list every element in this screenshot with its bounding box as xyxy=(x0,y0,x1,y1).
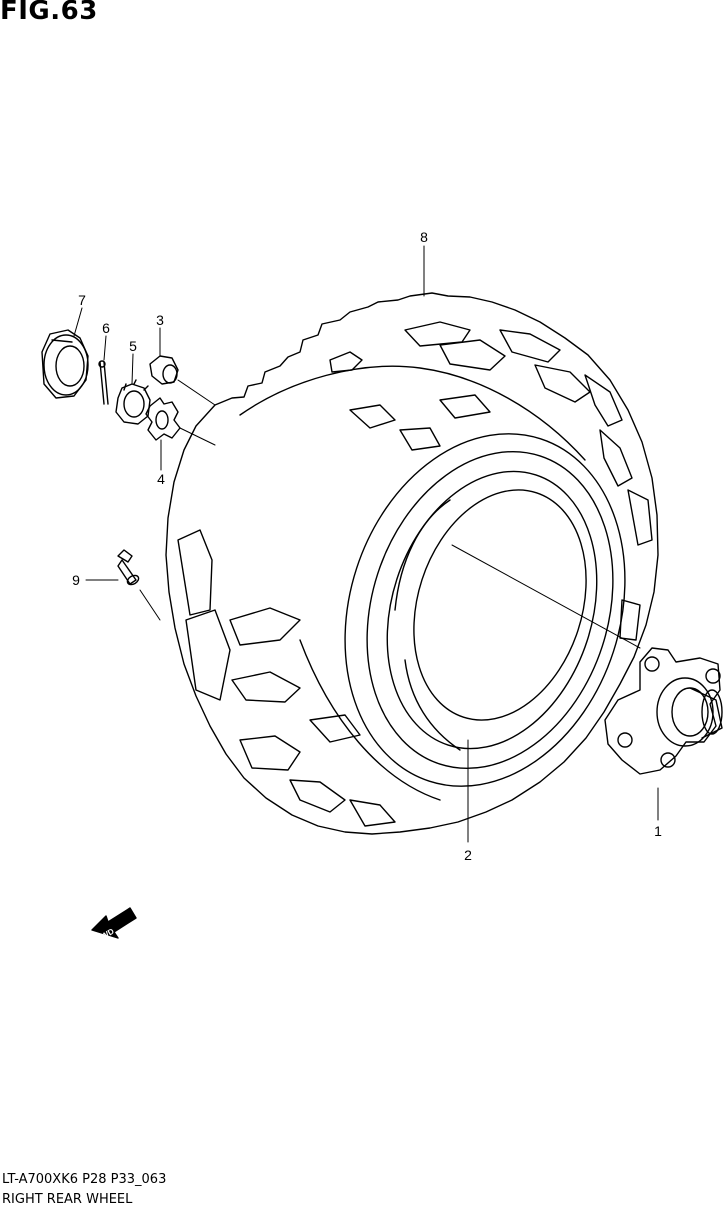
cotter-pin xyxy=(98,360,109,405)
lock-washer xyxy=(145,397,181,441)
figure-caption: RIGHT REAR WHEEL xyxy=(2,1192,133,1207)
callout-1: 1 xyxy=(654,823,662,839)
fwd-arrow-icon xyxy=(91,907,137,939)
callout-7: 7 xyxy=(78,292,86,308)
callout-8: 8 xyxy=(420,229,428,245)
rear-wheel-hub xyxy=(604,647,723,775)
castle-nut xyxy=(115,379,151,425)
valve-stem xyxy=(117,549,140,586)
figure-title: FIG.63 xyxy=(0,0,98,26)
callout-9: 9 xyxy=(72,572,80,588)
callout-6: 6 xyxy=(102,320,110,336)
callout-2: 2 xyxy=(464,847,472,863)
rear-wheel-rim xyxy=(344,433,626,787)
callout-4: 4 xyxy=(157,471,165,487)
hub-cap xyxy=(41,329,89,399)
wheel-nut xyxy=(149,355,179,385)
callout-3: 3 xyxy=(156,312,164,328)
figure-code: LT-A700XK6 P28 P33_063 xyxy=(2,1172,167,1187)
rear-tire xyxy=(165,292,659,835)
callout-5: 5 xyxy=(129,338,137,354)
